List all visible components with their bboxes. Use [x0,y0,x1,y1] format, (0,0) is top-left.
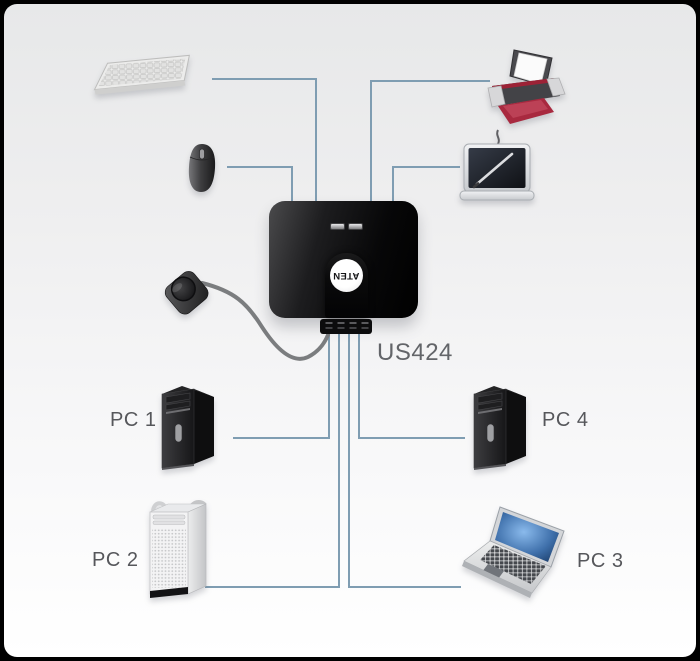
connection-pc2 [205,333,340,588]
pc3-laptop-icon [458,505,576,606]
pc2-tower-icon [140,498,214,607]
connection-tablet [392,166,460,203]
cable-connector [320,319,372,339]
connection-mouse [227,166,293,203]
pc4-tower-icon [468,384,532,477]
printer-icon [486,46,568,135]
pc4-label: PC 4 [542,409,589,431]
selector-housing: ATEN [325,253,368,318]
status-led-2 [348,223,363,230]
model-label: US424 [377,339,453,366]
pc1-label: PC 1 [110,409,157,431]
keyboard-icon [84,52,200,103]
connection-keyboard [212,78,317,203]
connection-pc1 [233,333,330,439]
brand-logo: ATEN [333,270,360,281]
remote-port-selector-icon[interactable] [160,264,212,321]
connection-pc3 [348,333,461,588]
mouse-icon [184,142,220,199]
usb-switch: ATEN [269,201,418,318]
pc2-label: PC 2 [92,549,139,571]
pc1-tower-icon [156,384,220,477]
status-led-1 [330,223,345,230]
connection-printer [370,80,490,203]
pc3-label: PC 3 [577,550,624,572]
logo-button[interactable]: ATEN [330,259,363,292]
graphics-tablet-icon [456,128,540,211]
remote-cable [200,281,330,361]
connection-pc4 [358,333,465,439]
